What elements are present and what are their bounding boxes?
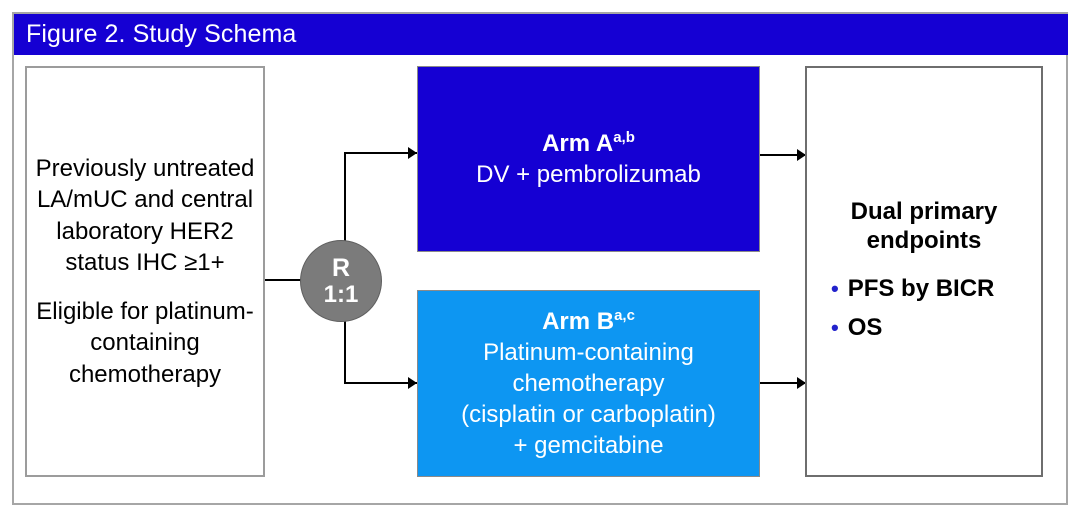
eligibility-paragraph-1: Previously untreated LA/mUC and central …: [35, 154, 255, 277]
figure-title-bar: Figure 2. Study Schema: [14, 14, 1068, 55]
arrowhead-arm-b-to-endpoints-icon: [797, 377, 806, 389]
endpoints-title-line-1: Dual primary: [850, 197, 998, 225]
connector-eligibility-to-randomization: [265, 279, 303, 281]
figure-title: Figure 2. Study Schema: [26, 20, 297, 48]
endpoint-item-os: • OS: [831, 308, 1033, 347]
arm-b-box: Arm Ba,c Platinum-containing chemotherap…: [417, 290, 760, 477]
arrowhead-arm-a-to-endpoints-icon: [797, 149, 806, 161]
arm-a-box: Arm Aa,b DV + pembrolizumab: [417, 66, 760, 252]
arm-a-heading: Arm Aa,b: [542, 129, 635, 159]
arm-a-heading-label: Arm A: [542, 129, 614, 157]
endpoint-item-pfs: • PFS by BICR: [831, 269, 1033, 308]
connector-arm-a-to-endpoints: [760, 154, 806, 156]
endpoints-title: Dual primary endpoints: [851, 197, 998, 255]
endpoints-box: Dual primary endpoints • PFS by BICR • O…: [805, 66, 1043, 477]
arm-b-heading: Arm Ba,c: [542, 307, 635, 337]
eligibility-paragraph-2: Eligible for platinum-containing chemoth…: [36, 297, 254, 388]
eligibility-criteria-box: Previously untreated LA/mUC and central …: [25, 66, 265, 477]
randomization-node: R 1:1: [300, 240, 382, 322]
connector-to-arm-a: [344, 152, 418, 154]
arm-b-treatment-line-2: chemotherapy: [512, 369, 665, 397]
endpoint-label-os: OS: [847, 313, 883, 341]
arrowhead-to-arm-b-icon: [408, 377, 417, 389]
bullet-icon: •: [831, 275, 839, 301]
connector-arm-b-to-endpoints: [760, 382, 806, 384]
endpoints-list: • PFS by BICR • OS: [815, 269, 1033, 347]
arm-b-heading-label: Arm B: [542, 307, 615, 335]
connector-randomization-down: [344, 316, 346, 384]
arm-b-treatment-line-3: (cisplatin or carboplatin): [461, 400, 716, 428]
randomization-ratio: 1:1: [323, 280, 359, 308]
arm-a-treatment: DV + pembrolizumab: [476, 160, 701, 188]
arm-b-treatment-line-1: Platinum-containing: [483, 338, 694, 366]
arm-b-footnote-markers: a,c: [614, 306, 635, 324]
endpoints-title-line-2: endpoints: [866, 226, 982, 254]
bullet-icon: •: [831, 314, 839, 340]
connector-randomization-up: [344, 152, 346, 244]
randomization-label: R: [331, 253, 351, 282]
endpoint-label-pfs: PFS by BICR: [847, 274, 995, 302]
connector-to-arm-b: [344, 382, 418, 384]
arrowhead-to-arm-a-icon: [408, 147, 417, 159]
arm-b-treatment-line-4: + gemcitabine: [513, 431, 664, 459]
arm-a-footnote-markers: a,b: [613, 128, 635, 146]
